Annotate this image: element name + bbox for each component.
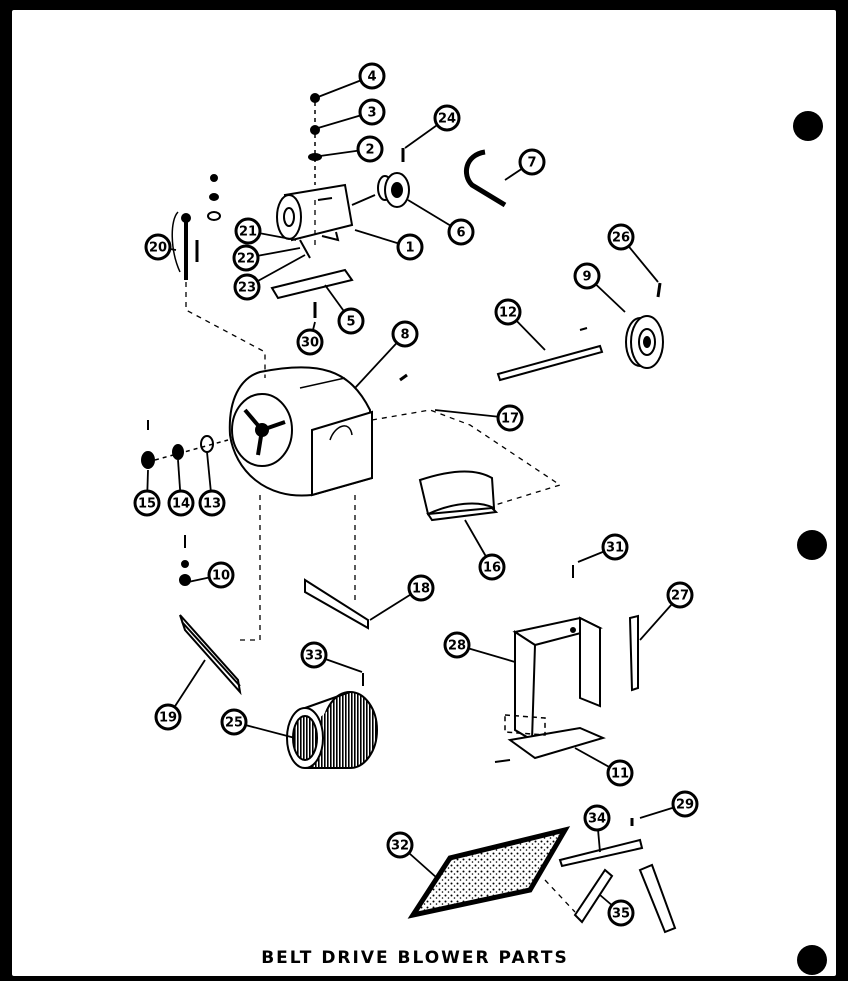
callout-bubble	[300, 641, 328, 669]
base-plate	[507, 726, 606, 760]
callout-bubble	[478, 553, 506, 581]
callout-number: 7	[527, 156, 536, 171]
callout-bubble	[337, 307, 365, 335]
registration-dot-top	[793, 111, 823, 141]
callout-bubble	[607, 899, 635, 927]
callout-number: 30	[301, 336, 319, 351]
callout-bubble	[607, 223, 635, 251]
callout-number: 31	[606, 541, 624, 556]
callout-number: 25	[225, 716, 243, 731]
callout-bubble	[207, 561, 235, 589]
leader-lines	[146, 75, 686, 914]
shaft	[496, 344, 604, 382]
air-filter	[407, 826, 571, 919]
callout-bubble	[233, 273, 261, 301]
callout-number: 32	[391, 839, 409, 854]
callout-number: 34	[588, 812, 606, 827]
belt	[463, 149, 507, 208]
callout-number: 23	[238, 281, 256, 296]
callout-number: 35	[612, 907, 630, 922]
callout-number: 5	[346, 315, 355, 330]
right-hanger-bracket	[304, 578, 369, 630]
callout-number: 18	[412, 582, 430, 597]
callout-number: 33	[305, 649, 323, 664]
callout-number: 6	[456, 226, 465, 241]
callout-bubble	[666, 581, 694, 609]
callout-number: 27	[671, 589, 689, 604]
callout-bubble	[391, 320, 419, 348]
callout-number: 11	[611, 767, 629, 782]
callout-number: 13	[203, 497, 221, 512]
blower-pulley	[625, 315, 664, 369]
callout-number: 2	[365, 143, 374, 158]
callout-number: 29	[676, 798, 694, 813]
callout-bubble	[606, 759, 634, 787]
assembly-lines	[185, 200, 576, 913]
callout-number: 19	[159, 711, 177, 726]
callout-bubble	[433, 104, 461, 132]
callout-bubble	[386, 831, 414, 859]
callout-bubble	[154, 703, 182, 731]
registration-dot-bottom	[797, 945, 827, 975]
callout-number: 4	[367, 70, 376, 85]
callout-bubble	[601, 533, 629, 561]
callout-bubble	[396, 233, 424, 261]
callout-bubble	[443, 631, 471, 659]
callout-bubble	[407, 574, 435, 602]
callout-number: 28	[448, 639, 466, 654]
callout-bubble	[198, 489, 226, 517]
callout-number: 9	[582, 270, 591, 285]
filter-rail	[558, 838, 644, 868]
callout-number: 16	[483, 561, 501, 576]
filter-clip-left	[573, 868, 614, 924]
hub-nut	[141, 451, 155, 469]
callout-number: 20	[149, 241, 167, 256]
callout-bubble	[671, 790, 699, 818]
blower-housing	[228, 366, 408, 497]
callout-number: 8	[400, 328, 409, 343]
motor	[276, 183, 376, 259]
nut	[310, 93, 320, 103]
callout-bubble	[494, 298, 522, 326]
callout-bubble	[358, 62, 386, 90]
callout-bubble	[447, 218, 475, 246]
callout-bubble	[496, 404, 524, 432]
callout-bubble	[358, 98, 386, 126]
callout-bubble	[220, 708, 248, 736]
callout-bubble	[296, 328, 324, 356]
callout-bubble	[232, 244, 260, 272]
motor-bracket	[270, 268, 354, 300]
callout-number: 1	[405, 241, 414, 256]
callout-bubble	[167, 489, 195, 517]
callout-bubble	[133, 489, 161, 517]
filter-clip-right	[638, 863, 677, 934]
callout-bubble	[144, 233, 172, 261]
callout-number: 24	[438, 112, 456, 127]
callout-bubble	[356, 135, 384, 163]
filter-strip	[628, 614, 639, 692]
diagram-title: BELT DRIVE BLOWER PARTS	[261, 948, 569, 968]
callout-number: 17	[501, 412, 519, 427]
blower-wheel	[286, 691, 378, 769]
mount-hardware	[171, 174, 221, 280]
callout-number: 21	[239, 225, 257, 240]
hub-washer	[172, 444, 184, 460]
registration-dot-middle	[797, 530, 827, 560]
callout-bubble	[518, 148, 546, 176]
callout-number: 12	[499, 306, 517, 321]
callout-bubble	[583, 804, 611, 832]
callout-number: 10	[212, 569, 230, 584]
callout-number: 26	[612, 231, 630, 246]
callout-bubble	[234, 217, 262, 245]
curved-panel	[418, 470, 496, 516]
callout-number: 14	[172, 497, 190, 512]
callout-number: 15	[138, 497, 156, 512]
support-bracket	[512, 616, 603, 742]
callout-number: 3	[367, 106, 376, 121]
callout-bubble	[573, 262, 601, 290]
callout-number: 22	[237, 252, 255, 267]
motor-pulley	[377, 172, 410, 208]
